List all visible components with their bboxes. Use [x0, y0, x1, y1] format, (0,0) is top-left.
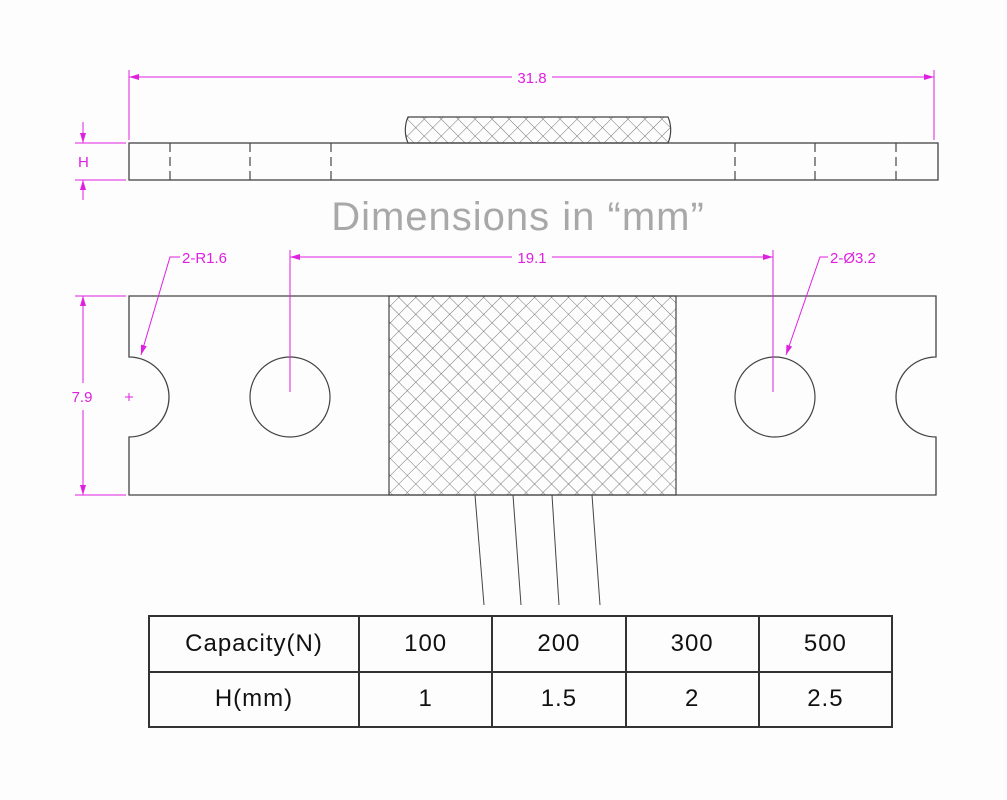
table-cell: 300 [624, 615, 760, 673]
table-cell: 1 [357, 670, 494, 728]
row-header: Capacity(N) [148, 615, 360, 673]
height-label: H [78, 154, 89, 171]
top-body [128, 295, 937, 496]
sensor-bump [404, 116, 672, 144]
table-cell: 2 [624, 670, 760, 728]
page-title: Dimensions in “mm” [331, 195, 705, 239]
side-body [128, 142, 939, 181]
notch-radius-label: 2-R1.6 [182, 250, 227, 267]
capacity-table: Capacity(N) 100 200 300 500 H(mm) 1 1.5 … [148, 615, 894, 728]
table-cell: 1.5 [491, 670, 627, 728]
table-cell: 200 [491, 615, 627, 673]
hole-diameter-label: 2-Ø3.2 [830, 250, 876, 267]
hidden-lines [169, 143, 897, 180]
width-label: 7.9 [72, 389, 93, 406]
mounting-hole-right [734, 356, 816, 438]
sensor-area [388, 295, 677, 496]
row-header: H(mm) [148, 670, 360, 728]
hole-spacing-label: 19.1 [517, 250, 546, 267]
lead-wires [474, 494, 601, 606]
leaders [140, 256, 828, 356]
width-dimension [75, 295, 126, 496]
table-row: H(mm) 1 1.5 2 2.5 [148, 670, 894, 728]
table-cell: 100 [357, 615, 494, 673]
side-view [128, 116, 939, 181]
table-row: Capacity(N) 100 200 300 500 [148, 615, 894, 673]
top-view [128, 295, 937, 606]
table-cell: 2.5 [757, 670, 894, 728]
height-dimension [75, 122, 126, 200]
table-cell: 500 [757, 615, 894, 673]
overall-length-label: 31.8 [517, 70, 546, 87]
